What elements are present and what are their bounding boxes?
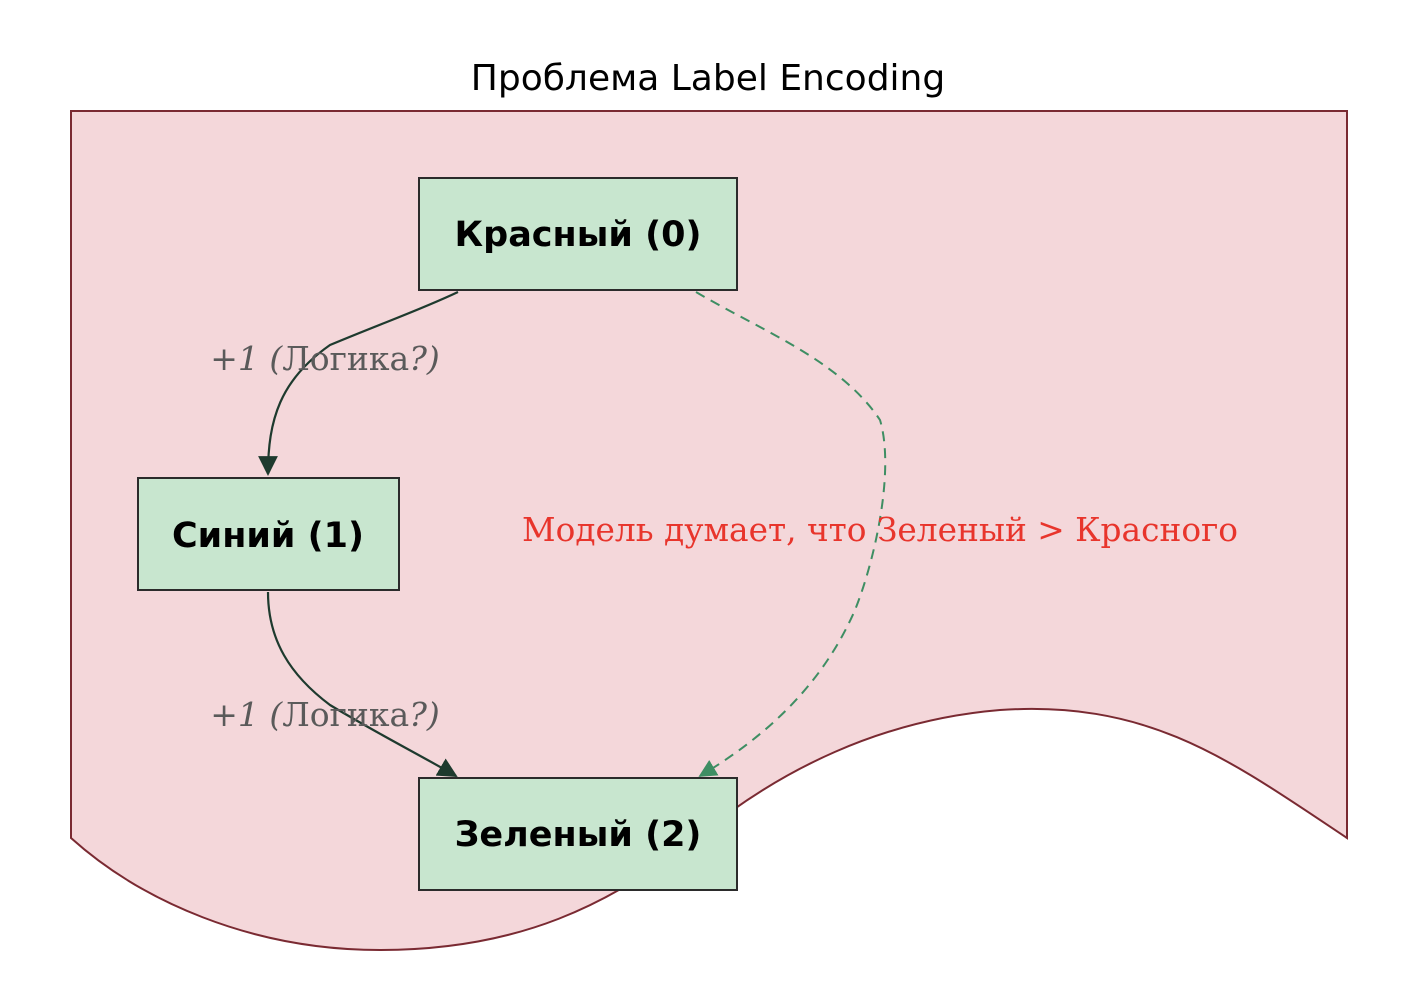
edge-label-blue-to-green-close: ?) xyxy=(409,695,440,734)
node-blue-label: Синий (1) xyxy=(172,516,364,556)
node-green: Зеленый (2) xyxy=(418,777,738,891)
dashed-edge-note: Модель думает, что Зеленый > Красного xyxy=(522,510,1238,549)
edge-label-red-to-blue-close: ?) xyxy=(409,339,440,378)
edge-blue-to-green xyxy=(266,591,458,777)
edge-label-red-to-blue-plus: + xyxy=(210,339,238,378)
edge-label-red-to-blue-open: ( xyxy=(259,339,283,378)
node-blue: Синий (1) xyxy=(137,477,400,591)
edge-label-blue-to-green: +1 (Логика?) xyxy=(210,695,440,734)
edge-red-to-blue xyxy=(258,291,459,476)
edge-label-blue-to-green-one: 1 xyxy=(238,695,259,734)
edge-label-red-to-blue-one: 1 xyxy=(238,339,259,378)
edge-label-blue-to-green-word: Логика xyxy=(282,695,409,734)
edge-label-blue-to-green-plus: + xyxy=(210,695,238,734)
node-red: Красный (0) xyxy=(418,177,738,291)
edge-label-red-to-blue-word: Логика xyxy=(282,339,409,378)
edge-label-blue-to-green-open: ( xyxy=(259,695,283,734)
node-red-label: Красный (0) xyxy=(455,215,702,255)
diagram-title: Проблема Label Encoding xyxy=(471,58,945,99)
edge-label-red-to-blue: +1 (Логика?) xyxy=(210,339,440,378)
node-green-label: Зеленый (2) xyxy=(455,815,702,855)
edge-red-to-green-dashed xyxy=(695,291,887,777)
